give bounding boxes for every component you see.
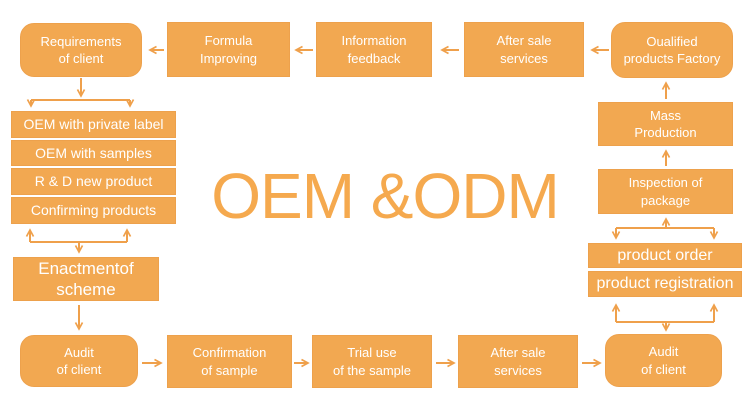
requirements-split-connector (26, 78, 135, 108)
node-oem-private-label: OEM with private label (11, 111, 176, 138)
order-inspection-connector (611, 217, 719, 240)
node-confirmation-of-sample: Confirmation of sample (167, 335, 292, 388)
node-audit-of-client-left: Audit of client (20, 335, 138, 387)
node-qualified-products-factory: Oualified products Factory (611, 22, 733, 78)
node-after-sale-services-bottom: After sale services (458, 335, 578, 388)
node-information-feedback: Information feedback (316, 22, 432, 77)
diagram-title: OEM &ODM (211, 160, 560, 232)
node-oem-with-samples: OEM with samples (11, 140, 176, 166)
node-enactment-of-scheme: Enactmentof scheme (13, 257, 159, 301)
node-inspection-of-package: Inspection of package (598, 169, 733, 214)
products-to-enactment-connector (25, 228, 132, 254)
node-product-order: product order (588, 243, 742, 268)
node-confirming-products: Confirming products (11, 197, 176, 224)
node-audit-of-client-right: Audit of client (605, 334, 722, 387)
node-product-registration: product registration (588, 271, 742, 297)
node-requirements-of-client: Requirements of client (20, 23, 142, 77)
node-formula-improving: Formula Improving (167, 22, 290, 77)
node-rd-new-product: R & D new product (11, 168, 176, 195)
node-mass-production: Mass Production (598, 102, 733, 146)
node-after-sale-services-top: After sale services (464, 22, 584, 77)
node-trial-use-of-sample: Trial use of the sample (312, 335, 432, 388)
registration-audit-connector (611, 303, 719, 332)
